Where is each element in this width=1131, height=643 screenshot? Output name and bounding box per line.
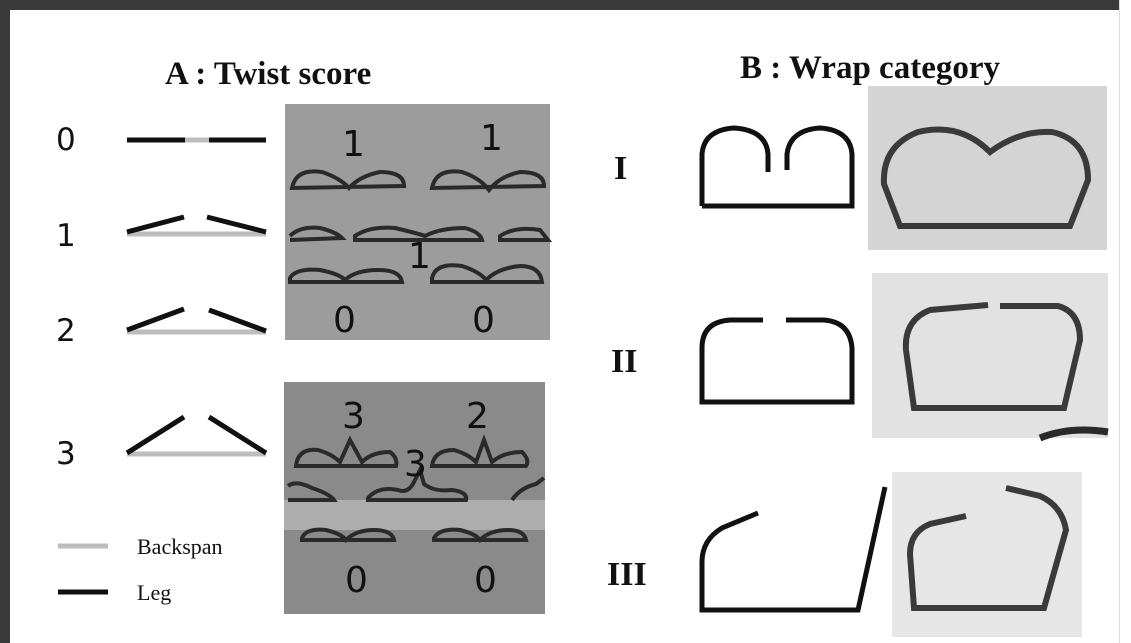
photo-score-label: 0 bbox=[345, 560, 368, 601]
staple-shape bbox=[906, 485, 1070, 611]
staple-edge bbox=[1038, 426, 1109, 442]
leg-line bbox=[126, 214, 185, 235]
leg-line bbox=[126, 306, 185, 333]
staple-shape bbox=[902, 302, 1084, 411]
photo-plastic-sheen bbox=[284, 500, 545, 530]
staple-shapes bbox=[286, 434, 546, 544]
photo-background bbox=[285, 104, 550, 340]
photo-background bbox=[868, 86, 1107, 250]
twist-score-2-label: 2 bbox=[56, 313, 76, 349]
wrap-schematic-iii bbox=[699, 486, 888, 613]
photo-score-label: 2 bbox=[466, 396, 489, 437]
photo-score-label: 1 bbox=[342, 124, 365, 165]
photo-score-label: 1 bbox=[480, 118, 503, 159]
frame-left-border bbox=[0, 0, 10, 643]
wrap-category-iii-label: III bbox=[607, 556, 647, 593]
panel-a-title: A : Twist score bbox=[165, 56, 372, 92]
wrap-schematic-ii bbox=[699, 317, 855, 405]
photo-plastic-sheen bbox=[285, 104, 550, 340]
wrap-schematic-i bbox=[699, 125, 855, 209]
photo-score-label: 1 bbox=[408, 236, 431, 277]
panel-b-title: B : Wrap category bbox=[740, 50, 1000, 86]
legend-backspan-label: Backspan bbox=[137, 534, 223, 559]
wrap-photo-iii bbox=[892, 472, 1082, 637]
leg-line bbox=[208, 307, 267, 334]
twist-schematic-3 bbox=[125, 414, 268, 457]
twist-score-3-label: 3 bbox=[56, 436, 76, 472]
wrap-photo-ii bbox=[872, 273, 1109, 442]
photo-score-label: 0 bbox=[474, 560, 497, 601]
twist-schematic-2 bbox=[126, 306, 267, 335]
photo-background bbox=[892, 472, 1082, 637]
wrap-category-ii-label: II bbox=[611, 343, 638, 380]
leg-line bbox=[206, 214, 267, 235]
photo-score-label: 0 bbox=[333, 300, 356, 341]
wrap-category-i-label: I bbox=[614, 150, 628, 187]
photo-score-label: 0 bbox=[472, 300, 495, 341]
twist-photo-top: 1 1 1 0 0 bbox=[285, 104, 553, 341]
leg-line bbox=[207, 414, 268, 456]
photo-score-label: 3 bbox=[342, 396, 365, 437]
photo-score-label: 3 bbox=[404, 444, 427, 485]
twist-photo-bottom: 3 2 3 0 0 bbox=[284, 382, 546, 614]
frame-right-border bbox=[1119, 0, 1131, 643]
twist-score-0-label: 0 bbox=[56, 122, 76, 158]
frame-top-border bbox=[0, 0, 1131, 10]
staple-shapes bbox=[288, 169, 553, 284]
twist-score-1-label: 1 bbox=[56, 218, 76, 254]
staple-shape bbox=[880, 126, 1092, 229]
twist-schematic-1 bbox=[126, 214, 267, 237]
leg-line bbox=[125, 414, 186, 456]
legend-leg-label: Leg bbox=[137, 580, 172, 605]
wrap-photo-i bbox=[868, 86, 1107, 250]
